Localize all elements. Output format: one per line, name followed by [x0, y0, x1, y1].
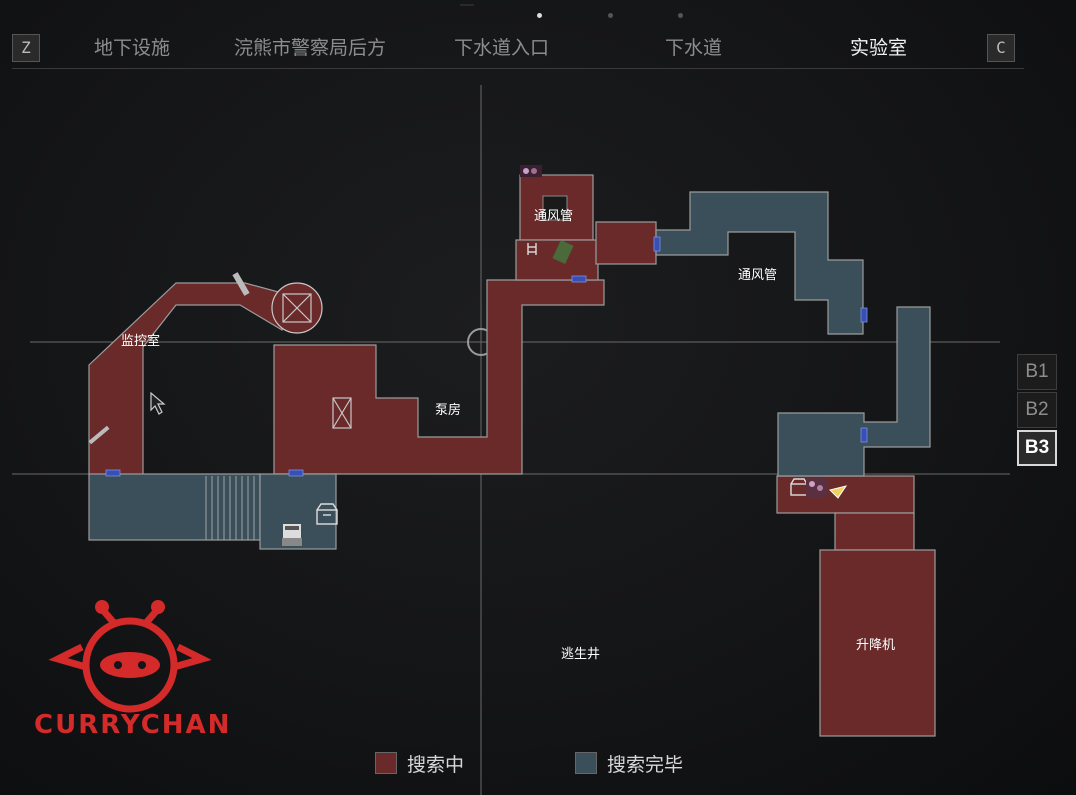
doors [105, 236, 868, 477]
page-dot-3 [678, 13, 683, 18]
map-cursor-icon [150, 391, 166, 415]
crate-icon [332, 397, 352, 429]
label-escape-shaft: 逃生井 [561, 647, 600, 662]
room-safe-lower [834, 512, 915, 551]
room-corridor-west [273, 279, 605, 475]
room-shaft-right [777, 306, 931, 477]
label-pump-room: 泵房 [435, 402, 461, 418]
tab-underground-facility[interactable]: 地下设施 [94, 37, 171, 59]
player-position-icon [806, 478, 848, 499]
floor-b1-button[interactable]: B1 [1017, 354, 1057, 390]
legend-searching-label: 搜索中 [407, 754, 465, 776]
room-elevator [819, 549, 936, 737]
item-icons [88, 165, 848, 546]
label-elevator: 升降机 [856, 638, 895, 653]
floor-b2-button[interactable]: B2 [1017, 392, 1057, 428]
legend-done-label: 搜索完毕 [607, 754, 684, 776]
room-storage-left [88, 473, 261, 541]
room-monitor-room [88, 282, 283, 476]
vent-shaft-hole [542, 195, 568, 221]
herb-icon [520, 165, 542, 177]
ladder-icon [527, 243, 537, 255]
label-monitor-room: 监控室 [121, 333, 160, 349]
tab-laboratory[interactable]: 实验室 [850, 37, 908, 59]
page-dot-1 [537, 13, 542, 18]
item-box-icon [316, 503, 338, 525]
typewriter-icon [282, 524, 302, 546]
knife-icon [88, 425, 110, 445]
tab-sewer[interactable]: 下水道 [665, 37, 723, 59]
page-dot-2 [608, 13, 613, 18]
rooms-done [88, 191, 931, 550]
tab-sewer-entrance[interactable]: 下水道入口 [454, 37, 550, 59]
tab-rpd-back[interactable]: 浣熊市警察局后方 [234, 37, 387, 59]
currychan-logo [48, 600, 212, 713]
legend-done: 搜索完毕 [575, 750, 683, 777]
watermark-text: CURRYCHAN [34, 710, 232, 740]
legend-searching: 搜索中 [375, 750, 464, 777]
room-vent-right [655, 191, 864, 335]
prev-area-key[interactable]: Z [12, 34, 40, 62]
elevator-platform-icon [271, 282, 323, 334]
weapon-part-icon [232, 272, 250, 296]
legend-done-swatch [575, 752, 597, 774]
indicator-edge [460, 4, 474, 6]
page-indicator [0, 4, 1076, 20]
label-vent-right: 通风管 [738, 268, 777, 283]
area-tab-bar: Z 地下设施 浣熊市警察局后方 下水道入口 下水道 实验室 C [0, 0, 1076, 70]
stairs-icon [205, 476, 255, 540]
floor-b3-button[interactable]: B3 [1017, 430, 1057, 466]
legend-searching-swatch [375, 752, 397, 774]
tab-divider [12, 68, 1024, 69]
label-vent-top: 通风管 [534, 209, 573, 224]
room-vent-connector [595, 221, 657, 265]
green-herb-icon [552, 239, 574, 265]
next-area-key[interactable]: C [987, 34, 1015, 62]
